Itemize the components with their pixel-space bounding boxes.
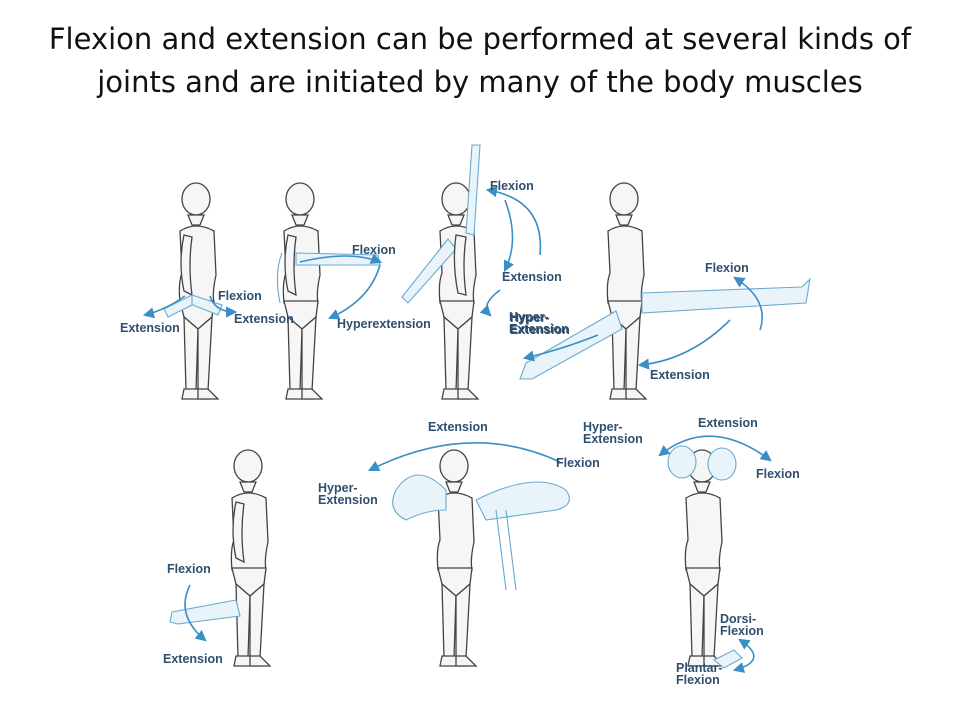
arrow-fig7-neck <box>658 435 772 462</box>
title-line-1: Flexion and extension can be performed a… <box>48 22 912 56</box>
label-fig7-hyper: Hyper- <box>583 420 623 434</box>
label-fig2-hyperextension: Hyperextension <box>337 317 431 331</box>
label-fig7-dorsi: Dorsi- <box>720 612 756 626</box>
figure-shoulder-hyperextension <box>276 182 381 400</box>
label-fig3-hyper-extension: Extension <box>510 323 570 337</box>
label-fig7-hyper-extension: Extension <box>583 432 643 446</box>
label-fig7-dorsi-flexion: Flexion <box>720 624 764 638</box>
arrow-fig4-extension <box>637 319 731 370</box>
label-fig5-extension: Extension <box>163 652 223 666</box>
arrow-fig4-flexion <box>733 276 764 331</box>
label-fig3-hyper: Hyper- <box>510 311 550 325</box>
label-fig6-extension: Extension <box>428 420 488 434</box>
label-fig6-hyper-extension: Extension <box>318 493 378 507</box>
label-fig1-extension: Extension <box>120 321 180 335</box>
arrow-fig4-hyperextension <box>522 334 599 362</box>
slide-title: Flexion and extension can be performed a… <box>0 18 960 104</box>
arrow-fig3-hyperextension <box>479 289 501 317</box>
label-fig4-flexion: Flexion <box>705 261 749 275</box>
arrow-fig3-extension <box>503 199 515 273</box>
label-fig4-hyper: Hyper- <box>509 310 549 324</box>
arrow-fig1-flexion <box>209 295 238 318</box>
arrow-fig3-flexion <box>485 186 542 256</box>
figure-trunk <box>392 449 570 667</box>
arrow-fig2-hyperextension <box>327 264 381 320</box>
arrow-fig1-extension <box>142 295 186 319</box>
label-fig4-hyper-extension: Extension <box>509 322 569 336</box>
label-fig6-flexion: Flexion <box>556 456 600 470</box>
figure-hip <box>519 182 811 400</box>
label-fig7-extension: Extension <box>698 416 758 430</box>
figure-shoulder-basic <box>163 182 223 400</box>
label-fig2-extension: Extension <box>234 312 294 326</box>
figure-arm-overhead <box>401 144 481 400</box>
label-fig1-flexion: Flexion <box>218 289 262 303</box>
label-fig6-hyper: Hyper- <box>318 481 358 495</box>
label-fig5-flexion: Flexion <box>167 562 211 576</box>
title-line-2: joints and are initiated by many of the … <box>97 65 863 99</box>
label-fig3-flexion: Flexion <box>490 179 534 193</box>
arrow-fig2-flexion <box>299 253 383 264</box>
arrow-fig6-extension <box>367 442 561 472</box>
label-fig4-extension: Extension <box>650 368 710 382</box>
label-fig3-extension: Extension <box>502 270 562 284</box>
label-fig7-plantar-flexion: Flexion <box>676 673 720 687</box>
figure-knee <box>169 449 271 667</box>
arrow-fig5-flexion <box>184 584 207 642</box>
label-fig2-flexion: Flexion <box>352 243 396 257</box>
label-fig7-plantar: Plantar- <box>676 661 723 675</box>
label-fig7-flexion: Flexion <box>756 467 800 481</box>
arrow-fig7-ankle <box>732 638 755 673</box>
